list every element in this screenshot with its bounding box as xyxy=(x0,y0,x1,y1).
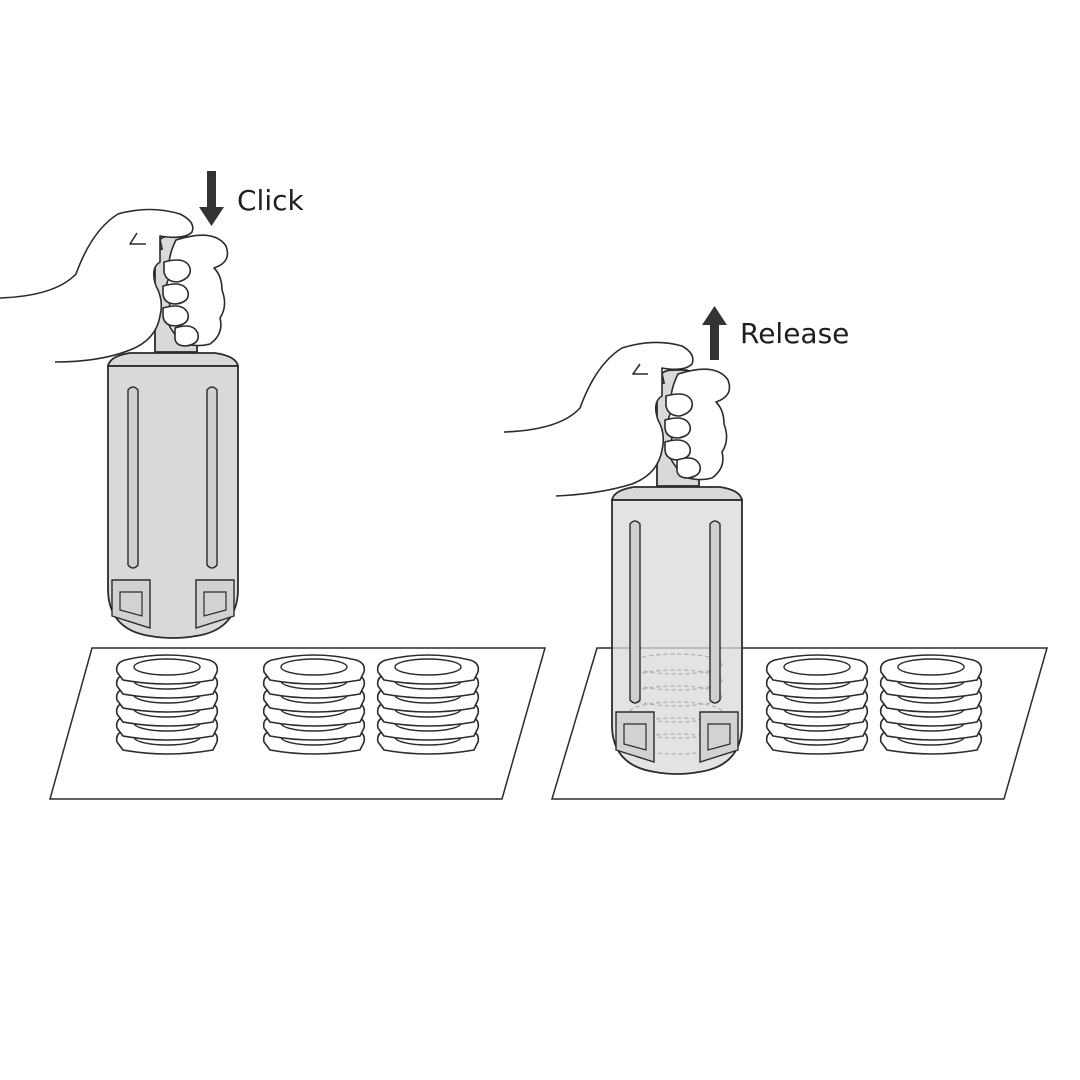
pod-stack xyxy=(881,655,982,754)
dispenser-tool xyxy=(106,235,240,639)
hand-illustration xyxy=(0,208,229,363)
panel-click: Click xyxy=(0,171,546,800)
pod-stack xyxy=(767,655,868,754)
pod-stack xyxy=(378,655,479,754)
step-label-release: Release xyxy=(740,317,849,350)
pod-stack xyxy=(117,655,218,754)
hand-illustration xyxy=(503,341,731,497)
arrow-up-icon xyxy=(702,306,727,360)
arrow-down-icon xyxy=(199,171,224,226)
panel-release: Release xyxy=(503,306,1048,800)
step-label-click: Click xyxy=(237,184,305,217)
pod-stack xyxy=(264,655,365,754)
